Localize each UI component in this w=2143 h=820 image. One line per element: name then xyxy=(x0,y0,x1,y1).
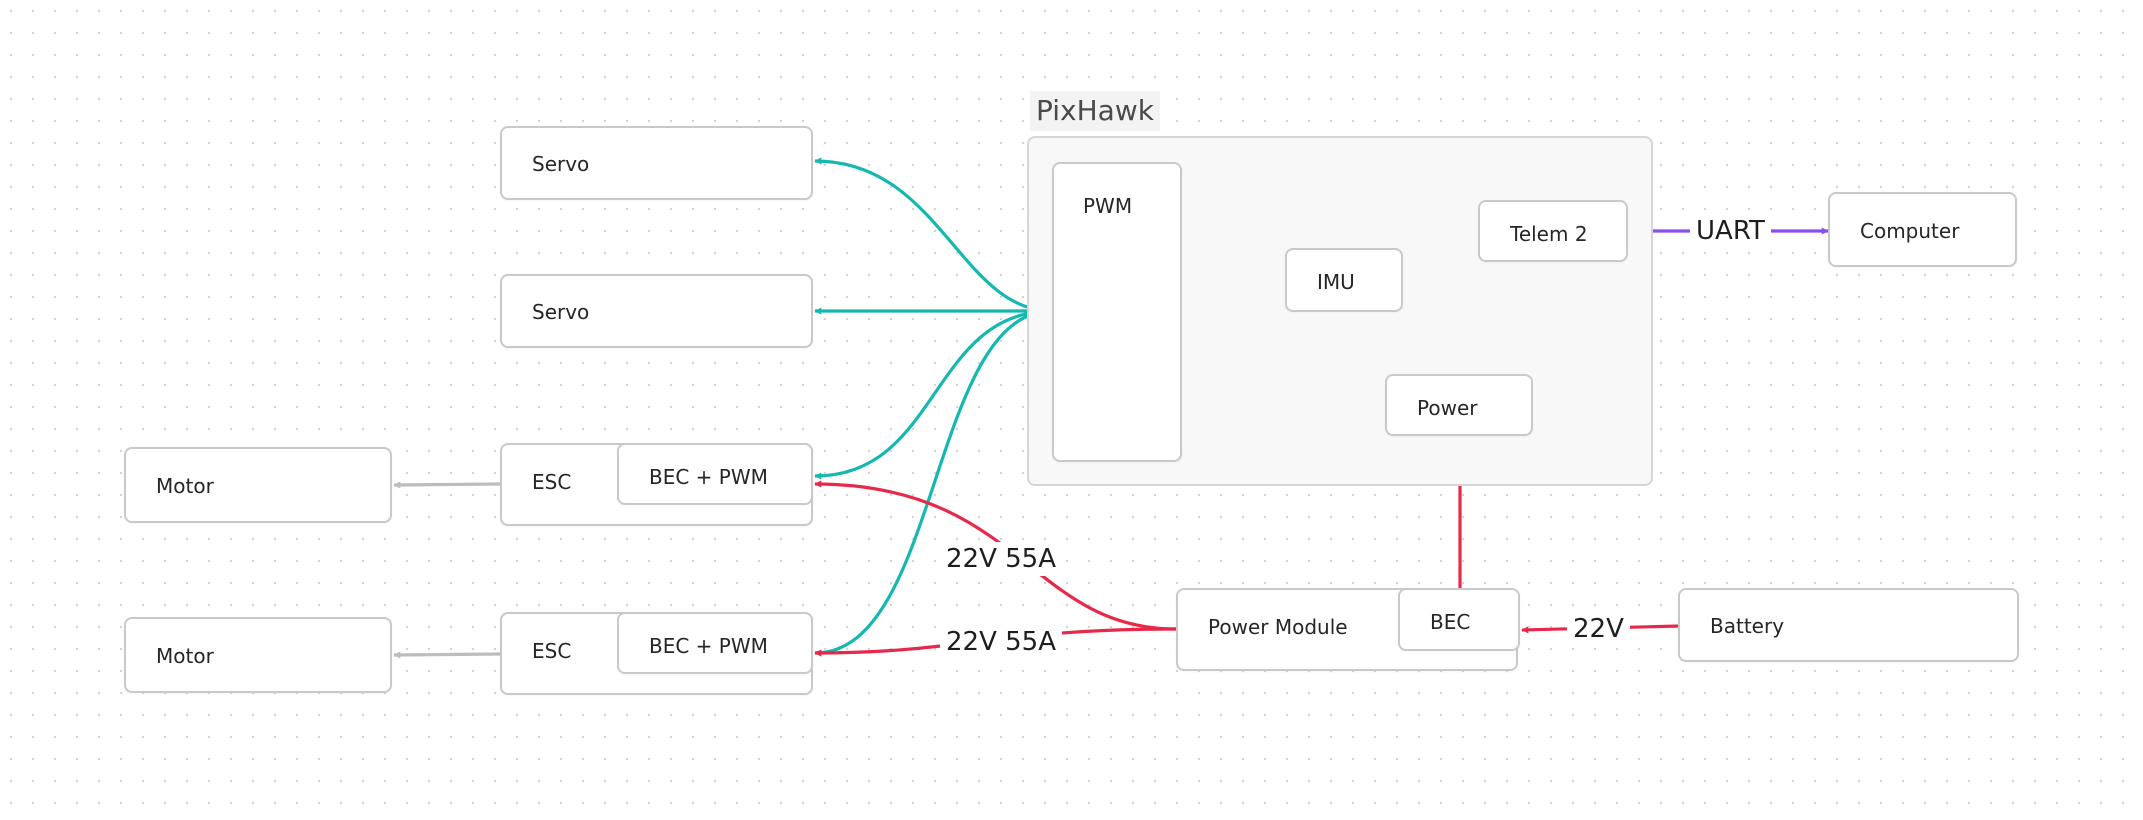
power-label: Power xyxy=(1417,396,1478,420)
motor-1-label: Motor xyxy=(156,474,214,498)
pwm-label: PWM xyxy=(1083,194,1133,218)
edge-esc1-motor1 xyxy=(393,481,501,489)
uart-edge-label: UART xyxy=(1690,214,1771,248)
edge-esc2-motor2 xyxy=(393,651,501,659)
motor-node-2[interactable]: Motor xyxy=(124,617,392,693)
esc-2-label: ESC xyxy=(532,639,572,663)
power-node[interactable]: Power xyxy=(1385,374,1533,436)
computer-label: Computer xyxy=(1860,219,1960,243)
esc-1-label: ESC xyxy=(532,470,572,494)
esc-1-bec-pwm[interactable]: BEC + PWM xyxy=(617,443,813,505)
pwm-node[interactable]: PWM xyxy=(1052,162,1182,462)
servo-2-label: Servo xyxy=(532,300,590,324)
battery-node[interactable]: Battery xyxy=(1678,588,2019,662)
edge-pwm-esc1 xyxy=(814,309,1053,480)
esc2-power-edge-label: 22V 55A xyxy=(940,625,1063,659)
servo-node-1[interactable]: Servo xyxy=(500,126,813,200)
esc-1-bec-pwm-label: BEC + PWM xyxy=(649,465,768,489)
pixhawk-group-title: PixHawk xyxy=(1030,91,1160,131)
computer-node[interactable]: Computer xyxy=(1828,192,2017,267)
imu-node[interactable]: IMU xyxy=(1285,248,1403,312)
edge-pwm-servo1 xyxy=(814,157,1053,313)
power-module-label: Power Module xyxy=(1208,615,1348,639)
motor-node-1[interactable]: Motor xyxy=(124,447,392,523)
esc1-power-edge-label: 22V 55A xyxy=(940,542,1063,576)
telem2-label: Telem 2 xyxy=(1510,222,1588,246)
battery-label: Battery xyxy=(1710,614,1785,638)
motor-2-label: Motor xyxy=(156,644,214,668)
servo-node-2[interactable]: Servo xyxy=(500,274,813,348)
edge-pwm-esc2 xyxy=(814,309,1053,657)
battery-power-edge-label: 22V xyxy=(1567,612,1630,646)
esc-2-bec-pwm-label: BEC + PWM xyxy=(649,634,768,658)
bec-node[interactable]: BEC xyxy=(1398,588,1520,651)
bec-label: BEC xyxy=(1430,610,1471,634)
servo-1-label: Servo xyxy=(532,152,590,176)
esc-2-bec-pwm[interactable]: BEC + PWM xyxy=(617,612,813,674)
imu-label: IMU xyxy=(1317,270,1355,294)
telem2-node[interactable]: Telem 2 xyxy=(1478,200,1628,262)
